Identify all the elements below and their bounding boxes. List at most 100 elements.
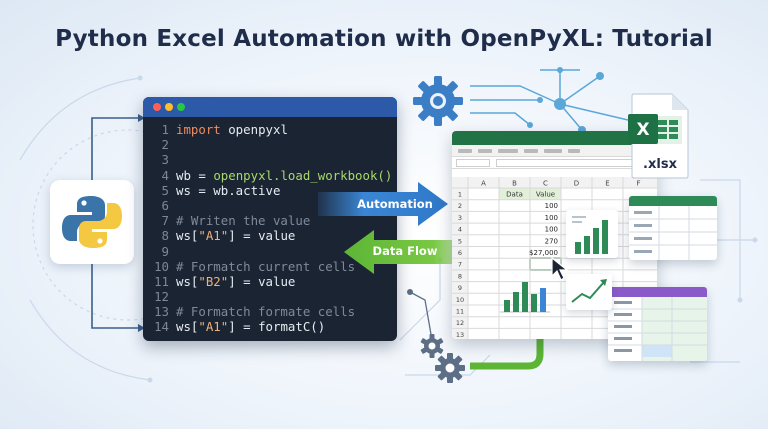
line-number: 4 xyxy=(161,167,169,183)
code-line[interactable]: 2 xyxy=(143,137,397,152)
line-number: 7 xyxy=(161,213,169,229)
line-number: 6 xyxy=(161,197,169,213)
code-token: ] = value xyxy=(228,228,296,244)
line-number: 12 xyxy=(154,289,169,305)
code-token: ws = wb.active xyxy=(176,182,281,198)
code-token: "A1" xyxy=(198,319,229,335)
line-number: 5 xyxy=(161,182,169,198)
column-header[interactable]: C xyxy=(543,180,548,188)
mini-table-green xyxy=(629,196,717,260)
row-header[interactable]: 10 xyxy=(456,296,464,304)
line-number: 11 xyxy=(154,273,169,289)
code-token: openpyxl.load_workbook() xyxy=(213,167,393,183)
excel-letter: X xyxy=(636,120,649,140)
code-token: ws[ xyxy=(176,273,199,289)
row-header[interactable]: 3 xyxy=(458,214,462,222)
excel-extension: .xlsx xyxy=(643,157,678,172)
sheet-bar-chart xyxy=(500,282,550,313)
code-text: wb = openpyxl.load_workbook() xyxy=(176,168,392,183)
row-header[interactable]: 12 xyxy=(456,319,464,327)
mini-table-purple xyxy=(608,287,707,361)
code-text: import openpyxl xyxy=(176,122,288,137)
row-header[interactable]: 2 xyxy=(458,202,462,210)
row-header[interactable]: 5 xyxy=(458,237,462,245)
code-token: # Formatch formate cells xyxy=(176,304,356,320)
line-number: 2 xyxy=(161,137,169,153)
row-header[interactable]: 11 xyxy=(456,308,464,316)
code-text: ws["A1"] = formatC() xyxy=(176,319,325,334)
code-line[interactable]: 5 ws = wb.active xyxy=(143,183,397,198)
code-line[interactable]: 3 xyxy=(143,152,397,167)
mini-table-purple-grid xyxy=(608,297,707,361)
row-header[interactable]: 6 xyxy=(458,249,462,257)
code-text: ws["A1"] = value xyxy=(176,228,295,243)
column-header[interactable]: B xyxy=(512,180,517,188)
sheet-titlebar xyxy=(452,131,657,145)
cell-value[interactable]: 100 xyxy=(545,214,558,222)
column-header[interactable]: A xyxy=(481,180,486,188)
bar-chart-card xyxy=(566,210,618,258)
column-header[interactable]: F xyxy=(636,180,640,188)
row-header[interactable]: 1 xyxy=(458,191,462,199)
code-token: "A1" xyxy=(198,228,229,244)
code-text: # Writen the value xyxy=(176,213,310,228)
minimize-window-dot[interactable] xyxy=(165,103,173,111)
python-logo-icon xyxy=(62,196,122,248)
line-number: 8 xyxy=(161,228,169,244)
cell-value-header[interactable]: Value xyxy=(536,191,555,199)
data-flow-arrow xyxy=(344,230,472,274)
gear-icon xyxy=(420,334,465,383)
line-number: 3 xyxy=(161,152,169,168)
maximize-window-dot[interactable] xyxy=(177,103,185,111)
code-token: import xyxy=(176,122,221,137)
cell-value[interactable]: 270 xyxy=(545,237,558,245)
line-number: 10 xyxy=(154,258,169,274)
code-text: ws["B2"] = value xyxy=(176,274,295,289)
sheet-ribbon xyxy=(452,145,657,157)
row-header[interactable]: 4 xyxy=(458,226,462,234)
code-token: ws[ xyxy=(176,319,199,335)
mouse-cursor-icon xyxy=(551,256,569,281)
editor-titlebar xyxy=(143,97,397,117)
code-line[interactable]: 10 # Formatch current cells xyxy=(143,259,397,274)
line-number: 14 xyxy=(154,319,169,335)
line-chart-card xyxy=(566,274,612,310)
code-line[interactable]: 14 ws["A1"] = formatC() xyxy=(143,319,397,334)
code-line[interactable]: 7 # Writen the value xyxy=(143,213,397,228)
line-number: 9 xyxy=(161,243,169,259)
row-header[interactable]: 7 xyxy=(458,261,462,269)
row-header[interactable]: 8 xyxy=(458,272,462,280)
formula-bar[interactable] xyxy=(452,157,657,169)
column-header[interactable]: D xyxy=(574,180,579,188)
code-line[interactable]: 4 wb = openpyxl.load_workbook() xyxy=(143,168,397,183)
code-line[interactable]: 6 xyxy=(143,198,397,213)
cell-data-header[interactable]: Data xyxy=(506,191,523,199)
code-token: # Formatch current cells xyxy=(176,258,356,274)
code-token: ws[ xyxy=(176,228,199,244)
line-number: 1 xyxy=(161,122,169,137)
code-text: # Formatch current cells xyxy=(176,259,355,274)
code-line[interactable]: 9 xyxy=(143,244,397,259)
code-line[interactable]: 1 import openpyxl xyxy=(143,122,397,137)
row-header[interactable]: 13 xyxy=(456,331,464,339)
gear-icon xyxy=(413,76,463,126)
code-line[interactable]: 13# Formatch formate cells xyxy=(143,304,397,319)
cell-value[interactable]: 100 xyxy=(545,202,558,210)
python-card xyxy=(50,180,134,264)
code-line[interactable]: 8 ws["A1"] = value xyxy=(143,228,397,243)
cell-value[interactable]: 100 xyxy=(545,226,558,234)
code-line[interactable]: 12 xyxy=(143,289,397,304)
code-text: # Formatch formate cells xyxy=(176,304,355,319)
code-line[interactable]: 11 ws["B2"] = value xyxy=(143,274,397,289)
close-window-dot[interactable] xyxy=(153,103,161,111)
cell-value[interactable]: $27,000 xyxy=(529,249,558,257)
code-token: # Writen the value xyxy=(176,213,311,229)
row-header[interactable]: 9 xyxy=(458,284,462,292)
column-header[interactable]: E xyxy=(605,180,609,188)
automation-label: Automation xyxy=(357,197,433,211)
code-token: openpyxl xyxy=(220,122,288,137)
code-token: ] = value xyxy=(228,273,296,289)
